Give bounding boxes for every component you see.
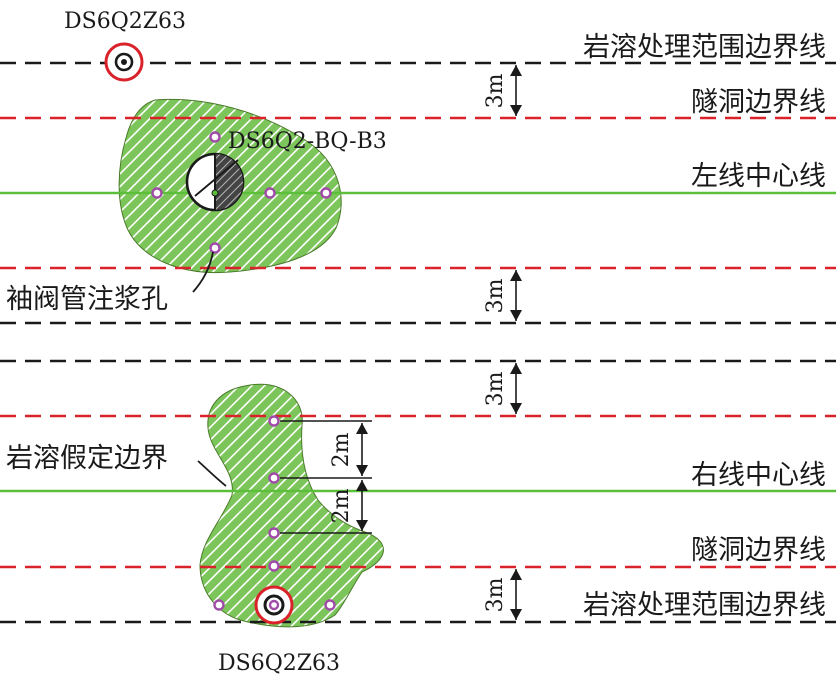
line-label-karst-treatment-top: 岩溶处理范围边界线 [583, 32, 826, 63]
line-label-right-center: 右线中心线 [691, 460, 826, 491]
grout-hole [268, 415, 280, 427]
line-label-tunnel-bottom: 隧洞边界线 [691, 535, 826, 566]
borehole-bottom-label: DS6Q2Z63 [218, 651, 340, 676]
dimension-3m-bottom: 3m [483, 569, 522, 620]
dimension-2m-label-lower: 2m [329, 488, 354, 523]
grout-hole [268, 472, 280, 484]
dimension-3m-mid-upper: 3m [483, 270, 522, 321]
borehole-top-label: DS6Q2Z63 [64, 9, 186, 34]
grout-hole-label: 袖阀管注浆孔 [6, 284, 168, 315]
grout-hole [268, 560, 280, 572]
borehole-bottom [254, 585, 294, 625]
grout-hole [151, 187, 163, 199]
line-label-left-center: 左线中心线 [691, 161, 826, 192]
grout-hole [268, 527, 280, 539]
dimension-3m-top: 3m [483, 65, 522, 116]
grout-hole-leader [192, 251, 214, 293]
sleeve-hole-bq-b3 [185, 152, 245, 212]
line-label-tunnel-top: 隧洞边界线 [691, 87, 826, 118]
grout-hole [320, 187, 332, 199]
grout-hole [209, 242, 221, 254]
dimension-3m-label-top: 3m [483, 73, 508, 108]
dimension-2m-group: 2m 2m [280, 420, 372, 534]
dimension-3m-label-bottom: 3m [483, 577, 508, 612]
grout-holes [151, 131, 336, 611]
line-label-karst-treatment-bottom: 岩溶处理范围边界线 [583, 590, 826, 621]
dimension-3m-label-mid-upper: 3m [483, 278, 508, 313]
borehole-top [104, 42, 144, 82]
karst-boundary-leader [197, 460, 227, 487]
dimension-2m-label-upper: 2m [329, 432, 354, 467]
sleeve-hole-bq-b3-label: DS6Q2-BQ-B3 [228, 129, 387, 154]
dimension-3m-label-mid-lower: 3m [483, 371, 508, 406]
grout-hole [209, 131, 221, 143]
grout-hole [213, 599, 225, 611]
dimension-3m-mid-lower: 3m [483, 363, 522, 414]
grout-hole [324, 599, 336, 611]
karst-boundary-label: 岩溶假定边界 [6, 443, 168, 474]
grout-hole [264, 187, 276, 199]
